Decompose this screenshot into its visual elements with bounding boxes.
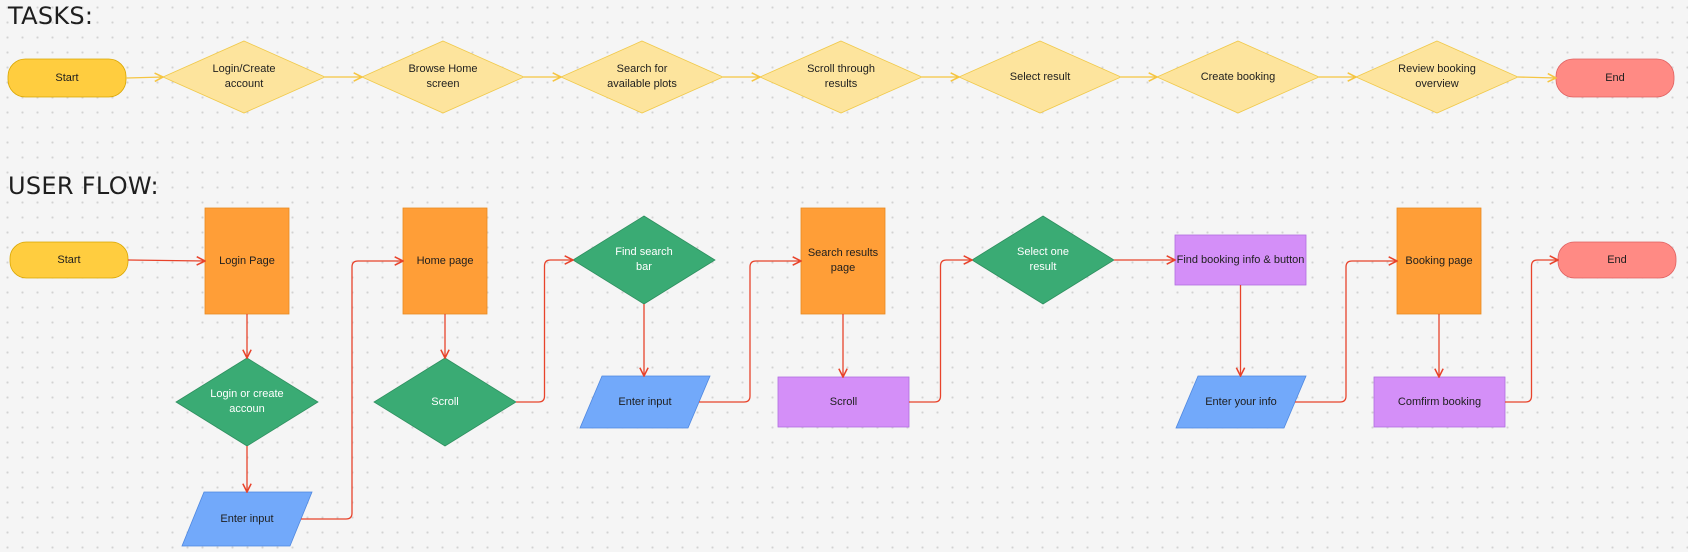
flow-node-4-parallelogram[interactable] (181, 491, 313, 547)
task-node-6-label: Select result (1009, 70, 1071, 83)
tasks-heading: TASKS: (8, 2, 94, 30)
task-node-8-diamond[interactable] (1355, 40, 1519, 114)
flow-arrow-4 (301, 261, 403, 520)
flow-node-14-label: Booking page (1405, 254, 1473, 267)
flow-node-16-label: End (1607, 253, 1627, 266)
task-arrow-8 (1517, 77, 1556, 78)
flow-arrow-10 (909, 260, 972, 403)
flow-node-4-label: Enter input (220, 512, 274, 525)
flow-node-13-parallelogram[interactable] (1175, 375, 1307, 429)
task-node-3-diamond[interactable] (361, 40, 525, 114)
task-node-7-diamond[interactable] (1156, 40, 1320, 114)
task-node-4-diamond[interactable] (560, 40, 724, 114)
flow-node-5-label: Home page (416, 254, 474, 267)
task-arrow-1 (125, 77, 163, 78)
task-node-1-label: Start (55, 71, 79, 84)
flow-node-10-label: Scroll (829, 395, 858, 408)
flow-node-12-label: Find booking info & button (1176, 253, 1305, 266)
task-node-7-label: Create booking (1200, 70, 1276, 83)
flow-arrow-13 (1295, 261, 1397, 403)
flow-node-13-label: Enter your info (1205, 395, 1277, 408)
flow-node-15-label: Comfirm booking (1397, 395, 1482, 408)
flow-node-11-diamond[interactable] (971, 215, 1115, 305)
flow-arrow-8 (699, 261, 801, 403)
task-node-5-diamond[interactable] (759, 40, 923, 114)
flow-node-8-label: Enter input (618, 395, 672, 408)
flow-arrow-15 (1505, 260, 1558, 403)
flow-node-10-rect[interactable] (777, 376, 910, 428)
user-flow-heading: USER FLOW: (8, 172, 159, 200)
flow-node-14-rect[interactable] (1396, 207, 1482, 315)
flow-node-8-parallelogram[interactable] (579, 375, 711, 429)
flow-node-1-label: Start (57, 253, 81, 266)
flow-node-6-diamond[interactable] (373, 357, 517, 447)
task-node-9-label: End (1605, 71, 1625, 84)
flow-node-15-rect[interactable] (1373, 376, 1506, 428)
flow-node-5-rect[interactable] (402, 207, 488, 315)
flow-arrow-1 (127, 260, 205, 261)
flow-arrow-6 (516, 260, 573, 403)
flow-node-9-rect[interactable] (800, 207, 886, 315)
flow-node-2-label: Login Page (219, 254, 275, 267)
task-node-2-diamond[interactable] (162, 40, 326, 114)
task-node-6-diamond[interactable] (958, 40, 1122, 114)
flow-node-6-label: Scroll (431, 395, 459, 408)
